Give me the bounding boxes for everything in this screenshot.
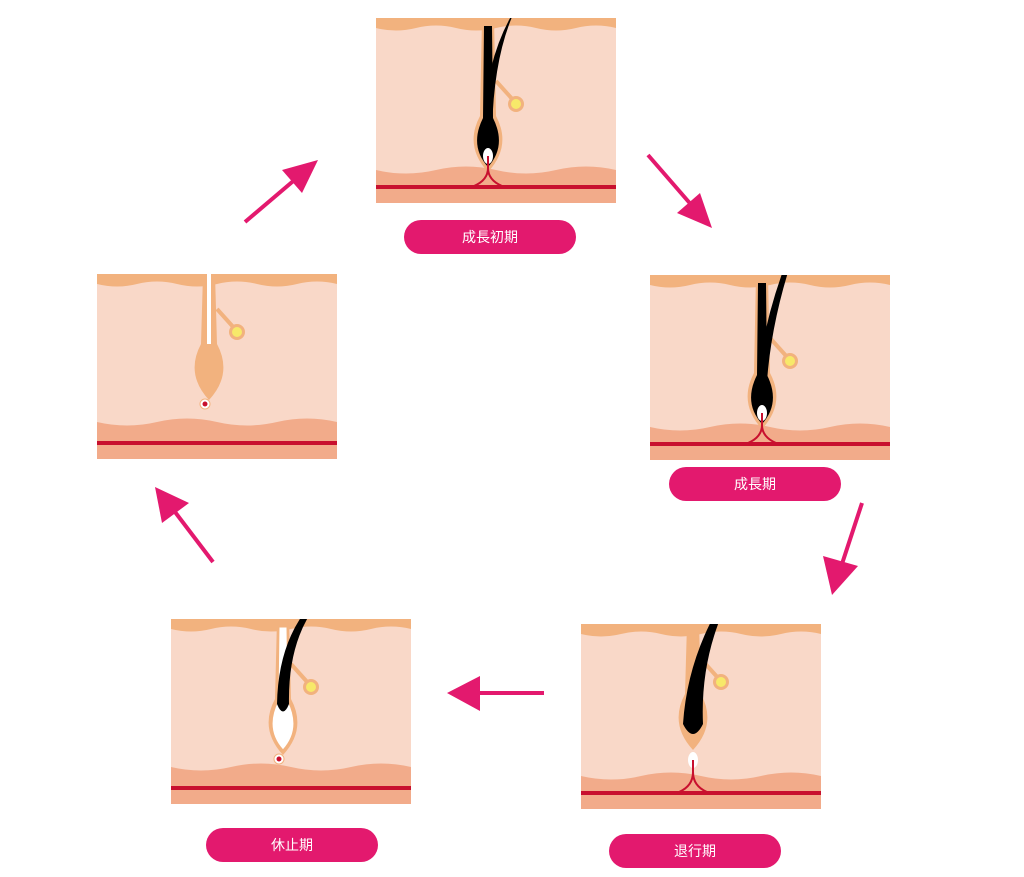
blood-vessel [376, 185, 616, 189]
stage-panel-telogen [171, 619, 411, 804]
arrow-icon [155, 487, 215, 564]
stage-panel-anagen [650, 275, 890, 460]
blood-vessel [171, 786, 411, 790]
hair-shaft [683, 624, 719, 734]
blood-vessel [581, 791, 821, 795]
hair-shaft [756, 275, 788, 398]
sebum-icon [511, 99, 521, 109]
hair-shaft [277, 619, 308, 712]
stage-label-early-anagen: 成長初期 [404, 220, 576, 254]
epidermis-layer [171, 619, 411, 632]
capillary [473, 156, 503, 187]
blood-vessel [650, 442, 890, 446]
empty-canal [207, 274, 211, 344]
epidermis-layer [650, 275, 890, 288]
epidermis-layer [97, 274, 337, 287]
stage-panel-new-cycle [97, 274, 337, 459]
sebum-icon [232, 327, 242, 337]
subcutaneous-layer [376, 166, 616, 203]
sebum-icon [306, 682, 316, 692]
gland-duct [494, 79, 516, 103]
gland-duct [215, 307, 237, 331]
stage-panel-catagen [581, 624, 821, 809]
papilla-dot [202, 401, 208, 407]
blood-vessel [97, 441, 337, 445]
arrow-icon [823, 502, 864, 595]
capillary [678, 760, 708, 793]
arrow-icon [243, 160, 318, 224]
epidermis-layer [376, 18, 616, 31]
arrow-icon [646, 153, 712, 228]
subcutaneous-layer [97, 418, 337, 459]
sebum-icon [716, 677, 726, 687]
subcutaneous-layer [650, 423, 890, 460]
stage-label-anagen: 成長期 [669, 467, 841, 501]
stage-label-telogen: 休止期 [206, 828, 378, 862]
gland-duct [289, 662, 311, 686]
stage-panel-early-anagen [376, 18, 616, 203]
hair-shaft [482, 18, 512, 141]
stage-label-catagen: 退行期 [609, 834, 781, 868]
gland-duct [768, 336, 790, 360]
papilla-dot [276, 756, 282, 762]
arrow-icon [447, 676, 544, 711]
sebum-icon [785, 356, 795, 366]
subcutaneous-layer [581, 772, 821, 809]
subcutaneous-layer [171, 763, 411, 804]
capillary [747, 413, 777, 444]
epidermis-layer [581, 624, 821, 637]
